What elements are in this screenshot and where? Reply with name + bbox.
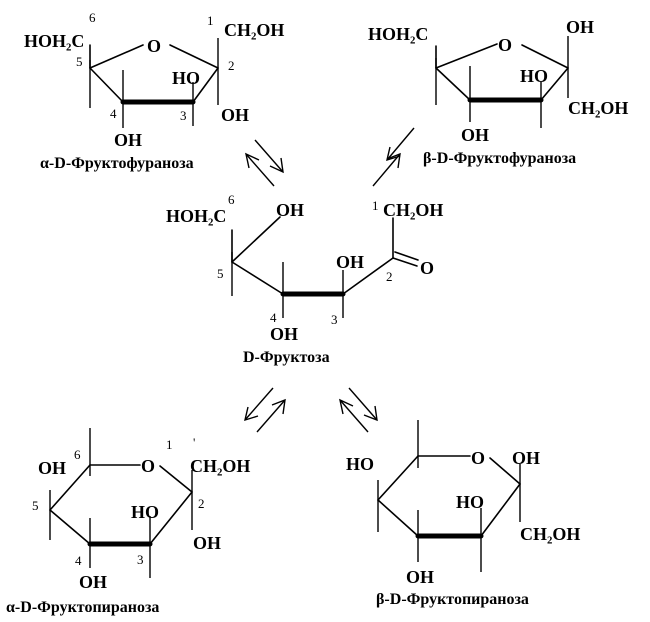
locant-2: 2 bbox=[228, 58, 235, 73]
locant-4: 4 bbox=[270, 310, 277, 325]
c6-hydroxymethyl-label: HOH₂C bbox=[368, 24, 428, 44]
locant-4: 4 bbox=[110, 106, 117, 121]
c2-hydroxyl-label: OH bbox=[512, 448, 540, 468]
c4-hydroxyl-label: OH bbox=[406, 567, 434, 587]
c2-hydroxyl-label: OH bbox=[221, 105, 249, 125]
c2-hydroxyl-label: OH bbox=[566, 17, 594, 37]
open-chain-caption: D-Фруктоза bbox=[243, 349, 330, 366]
c5-hydroxyl-label: OH bbox=[276, 200, 304, 220]
equilibrium-arrow-beta-furanose bbox=[372, 127, 415, 187]
c3-hydroxyl-label: OH bbox=[336, 252, 364, 272]
ring-oxygen-label: O bbox=[141, 456, 155, 476]
locant-prime: ' bbox=[193, 435, 195, 450]
equilibrium-arrow-beta-pyranose bbox=[339, 387, 378, 433]
beta-pyranose-caption: β-D-Фруктопираноза bbox=[376, 591, 529, 608]
locant-1: 1 bbox=[372, 198, 379, 213]
locant-2: 2 bbox=[386, 269, 393, 284]
locant-6: 6 bbox=[228, 192, 235, 207]
c3-hydroxyl-label: HO bbox=[131, 502, 159, 522]
carbonyl-oxygen-label: O bbox=[420, 258, 434, 278]
open-chain-structure: HOH₂C OH CH₂OH OH O OH 6 1 5 2 4 3 D-Фру… bbox=[166, 192, 443, 366]
ring-oxygen-label: O bbox=[471, 448, 485, 468]
locant-1: 1 bbox=[166, 437, 173, 452]
beta-furanose-caption: β-D-Фруктофураноза bbox=[423, 150, 576, 167]
ring-oxygen-label: O bbox=[147, 36, 161, 56]
locant-3: 3 bbox=[137, 552, 144, 567]
ring-oxygen-label: O bbox=[498, 35, 512, 55]
locant-4: 4 bbox=[75, 553, 82, 568]
c4-hydroxyl-label: OH bbox=[79, 572, 107, 592]
equilibrium-arrow-alpha-pyranose bbox=[244, 387, 286, 433]
c1-hydroxymethyl-label: CH₂OH bbox=[224, 20, 284, 40]
locant-6: 6 bbox=[89, 10, 96, 25]
c3-hydroxyl-label: HO bbox=[456, 492, 484, 512]
alpha-furanose-caption: α-D-Фруктофураноза bbox=[40, 155, 194, 172]
c2-hydroxyl-label: OH bbox=[193, 533, 221, 553]
locant-5: 5 bbox=[217, 266, 224, 281]
c1-hydroxymethyl-label: CH₂OH bbox=[520, 524, 580, 544]
locant-3: 3 bbox=[331, 312, 338, 327]
locant-5: 5 bbox=[76, 54, 83, 69]
c6-hydroxymethyl-label: HOH₂C bbox=[24, 31, 84, 51]
alpha-furanose-structure: HOH₂C O CH₂OH HO OH OH 6 1 5 2 4 3 α-D-Ф… bbox=[24, 10, 284, 172]
beta-pyranose-structure: HO O OH HO CH₂OH OH β-D-Фруктопираноза bbox=[346, 420, 580, 608]
c1-hydroxymethyl-label: CH₂OH bbox=[383, 200, 443, 220]
locant-2: 2 bbox=[198, 496, 205, 511]
c4-hydroxyl-label: OH bbox=[270, 324, 298, 344]
locant-3: 3 bbox=[180, 108, 187, 123]
equilibrium-arrow-alpha-furanose bbox=[245, 139, 284, 187]
c6-hydroxymethyl-label: HOH₂C bbox=[166, 206, 226, 226]
c3-hydroxyl-label: HO bbox=[520, 66, 548, 86]
c5-hydroxyl-label: HO bbox=[346, 454, 374, 474]
alpha-pyranose-caption: α-D-Фруктопираноза bbox=[6, 599, 159, 616]
alpha-pyranose-structure: OH O CH₂OH HO OH OH 1 ' 6 5 2 4 3 α-D-Фр… bbox=[6, 428, 250, 616]
locant-6: 6 bbox=[74, 447, 81, 462]
c4-hydroxyl-label: OH bbox=[114, 130, 142, 150]
c3-hydroxyl-label: HO bbox=[172, 68, 200, 88]
locant-1: 1 bbox=[207, 13, 214, 28]
c1-hydroxymethyl-label: CH₂OH bbox=[190, 456, 250, 476]
locant-5: 5 bbox=[32, 498, 39, 513]
c4-hydroxyl-label: OH bbox=[461, 125, 489, 145]
beta-furanose-structure: HOH₂C O OH HO CH₂OH OH β-D-Фруктофураноз… bbox=[368, 17, 628, 167]
c6-hydroxyl-label: OH bbox=[38, 458, 66, 478]
c1-hydroxymethyl-label: CH₂OH bbox=[568, 98, 628, 118]
